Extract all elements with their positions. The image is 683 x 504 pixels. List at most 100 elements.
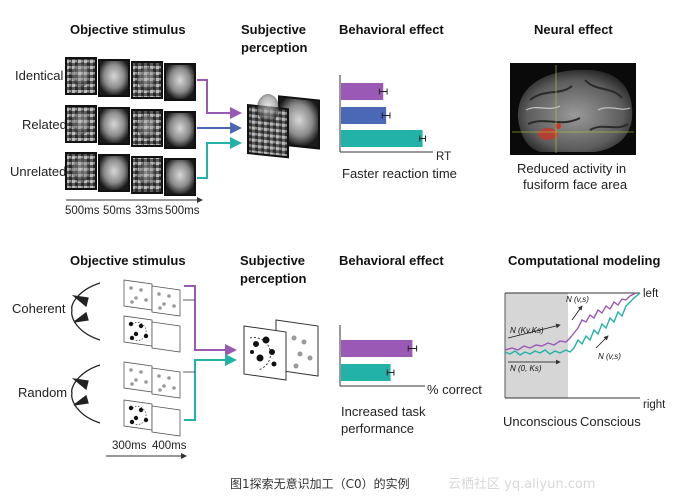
dot [144,380,148,384]
arrow-random [184,354,237,421]
bar-coherent [341,340,413,357]
dot [134,296,138,300]
dot [144,298,148,302]
dot [158,306,162,310]
annot-n-kv-ks: N (Kv,Ks) [510,326,544,335]
top-subjective-images [247,94,320,159]
annot-n-vs-bottom: N (v,s) [598,352,621,361]
dot [129,368,133,372]
top-objective-header: Objective stimulus [70,22,186,37]
stimulus-frame [98,154,130,192]
dot [128,405,134,411]
dot [167,376,171,380]
stimulus-frame [164,158,196,196]
arrow-unrelated [197,137,242,179]
motion-path [129,406,147,425]
bottom-subjective-header-line1: Subjective [240,253,305,268]
top-chart-rt-label: RT [436,151,451,163]
bar-identical [341,83,384,100]
top-timing-3: 33ms [135,205,163,217]
dot-frame [151,285,181,317]
dot-frame [123,399,153,431]
arrow-identical [197,79,242,119]
masked-face [138,162,156,186]
dot [134,378,138,382]
teal-trace [504,292,641,356]
masked-face [72,111,90,135]
stimulus-frame [164,63,196,101]
model-conscious-label: Conscious [580,414,641,429]
blank-frame [151,321,181,353]
dot [138,323,144,329]
dot [139,288,143,292]
arrow-coherent [184,285,237,356]
bar-unrelated [341,130,423,147]
stimulus-frame [98,107,130,145]
dot [157,292,161,296]
modeling-plot [504,292,641,399]
dot [162,384,166,388]
bar-related [341,107,387,124]
masked-face [138,67,156,91]
stimulus-frame [164,111,196,149]
row-label-coherent: Coherent [12,301,66,316]
dot [143,333,149,339]
dot [128,321,134,327]
row-label-random: Random [18,385,67,400]
eye-icon-random [71,364,101,424]
masked-face [138,115,156,139]
model-right-label: right [643,399,666,411]
bar-random [341,364,391,381]
dot [129,335,135,341]
annot-n-0-ks: N (0, Ks) [510,364,542,373]
modeling-header: Computational modeling [508,253,660,268]
row-label-unrelated: Unrelated [10,164,66,179]
top-subjective-header-line2: perception [241,40,308,55]
model-unconscious-label: Unconscious [503,414,578,429]
dot [129,419,135,425]
motion-path [129,322,147,341]
top-subjective-header-line1: Subjective [241,22,306,37]
row-label-identical: Identical [15,68,64,83]
eye-icon-coherent [71,282,101,341]
top-behavioral-chart [339,75,433,153]
bottom-behavior-caption-line1: Increased task [341,404,426,419]
bottom-behavioral-header: Behavioral effect [339,253,444,268]
dot [133,415,139,421]
dot-frame [123,315,153,347]
bottom-objective-header: Objective stimulus [70,253,186,268]
model-left-label: left [643,288,659,300]
dot-frame [123,279,153,311]
top-behavioral-header: Behavioral effect [339,22,444,37]
dot [143,417,149,423]
dot-frame [151,367,181,399]
bottom-subjective-header-line2: perception [240,271,307,286]
bottom-chart-correct-label: % correct [427,382,482,397]
bottom-timing-1: 300ms [112,440,147,452]
dot [157,374,161,378]
dot-frame [123,361,153,393]
dot [158,388,162,392]
row-label-related: Related [22,117,67,132]
stimulus-frame [98,59,130,97]
masked-face [72,63,90,87]
dot [162,302,166,306]
bottom-behavior-caption-line2: performance [341,421,414,436]
top-timing-2: 50ms [103,205,131,217]
purple-trace [504,292,637,351]
top-behavior-caption: Faster reaction time [342,166,457,181]
bottom-stimulus-sequences [123,279,181,437]
dot [130,382,134,386]
top-timing-1: 500ms [65,205,100,217]
figure-caption: 图1探索无意识加工（C0）的实例 [230,476,410,491]
brain-mri-image [510,63,636,155]
dot [133,331,139,337]
annot-n-vs-top: N (v,s) [566,295,589,304]
dot [130,300,134,304]
masked-face [72,158,90,182]
bottom-behavioral-chart [339,325,425,387]
neural-caption-line2: fusiform face area [523,177,628,192]
dot [129,286,133,290]
bottom-subjective-images [243,319,319,381]
